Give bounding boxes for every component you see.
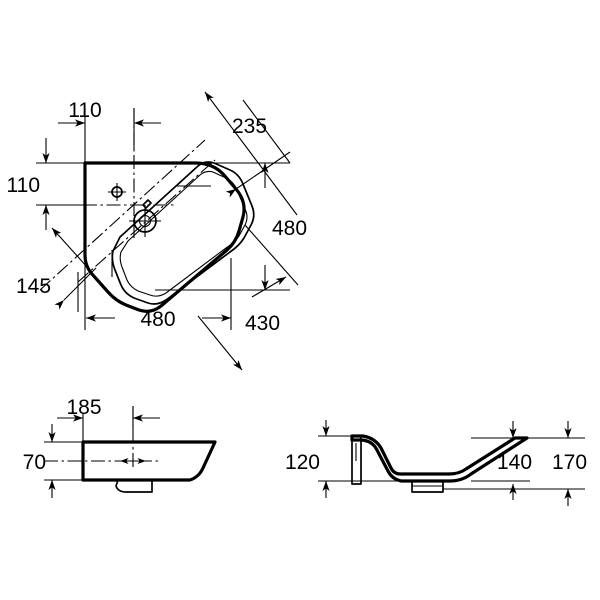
side-140-value: 140 xyxy=(497,451,532,474)
basin-outline-front xyxy=(81,440,217,482)
tap-hole-symbol-plan xyxy=(108,183,126,201)
side-140-dimension: 140 xyxy=(497,421,532,500)
side-170-value: 170 xyxy=(552,451,587,474)
plan-480-vertical-value: 480 xyxy=(272,217,307,240)
plan-110-vertical-value: 110 xyxy=(7,174,40,197)
plan-480-horizontal-value: 480 xyxy=(140,308,175,331)
front-185-value: 185 xyxy=(66,396,101,419)
waste-boss-front xyxy=(115,479,153,493)
plan-430-value: 430 xyxy=(245,312,280,335)
plan-centre-lines xyxy=(36,108,216,291)
plan-110-vertical-dimension: 110 xyxy=(7,138,50,230)
back-wall-side xyxy=(351,435,362,485)
plan-diagonal-guides xyxy=(51,99,299,371)
plan-145-value: 145 xyxy=(16,275,51,298)
basin-bowl-plan xyxy=(111,161,255,305)
front-70-value: 70 xyxy=(23,451,46,474)
waste-boss-side xyxy=(411,480,444,493)
front-70-dimension: 70 xyxy=(23,424,56,498)
plan-480-vertical-dimension: 480 xyxy=(261,163,307,290)
plan-110-horizontal-dimension: 110 xyxy=(58,99,161,127)
front-elevation: 185 70 xyxy=(23,396,217,498)
plan-480-horizontal-dimension: 480 xyxy=(86,308,231,331)
plan-110-horizontal-value: 110 xyxy=(68,99,101,122)
front-185-dimension: 185 xyxy=(57,396,160,422)
side-120-value: 120 xyxy=(285,451,320,474)
side-section: 120 140 170 xyxy=(285,420,587,506)
plan-235-value: 235 xyxy=(232,115,267,138)
plan-145-diagonal-dimension: 145 xyxy=(16,272,79,312)
plan-430-diagonal-dimension: 430 xyxy=(245,276,287,335)
front-centre-lines xyxy=(44,406,160,470)
plan-view: 110 110 235 480 xyxy=(7,91,307,371)
side-170-dimension: 170 xyxy=(552,421,587,506)
basin-outline-plan xyxy=(83,161,246,313)
side-120-dimension: 120 xyxy=(285,420,330,498)
